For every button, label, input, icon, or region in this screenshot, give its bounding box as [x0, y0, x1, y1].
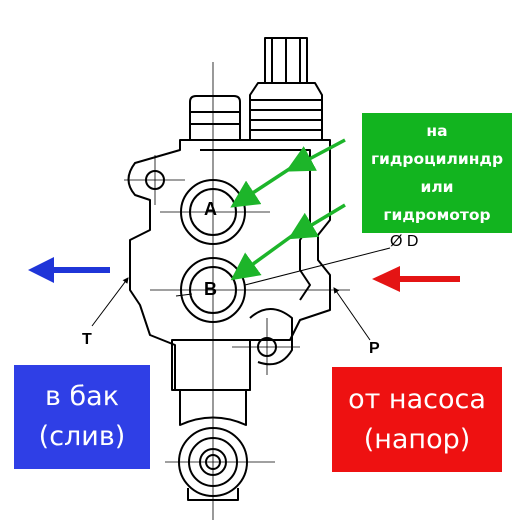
valve-body [127, 37, 331, 501]
tank-callout-line: в бак [45, 381, 119, 412]
diameter-label: Ø D [390, 233, 419, 250]
pump-callout-line: (напор) [363, 423, 471, 455]
tank-callout: в бак (слив) [14, 365, 150, 469]
center-lines [124, 62, 350, 520]
port-t-label: T [82, 331, 92, 348]
port-p-label: P [369, 340, 380, 357]
cylinder-callout-line: гидроцилиндр [370, 150, 504, 168]
port-b-label: B [204, 279, 217, 299]
tank-callout-line: (слив) [38, 421, 126, 452]
cylinder-callout-line: гидромотор [383, 206, 491, 224]
cylinder-callout: на гидроцилиндр или гидромотор [362, 113, 512, 233]
cylinder-callout-line: на [426, 122, 448, 140]
pump-callout-line: от насоса [348, 383, 486, 415]
dimension-leaders [91, 247, 391, 341]
port-a-label: A [204, 199, 217, 219]
green-pointers [230, 138, 346, 281]
cylinder-callout-line: или [420, 178, 454, 196]
pump-inlet-arrow [372, 266, 460, 292]
tank-outlet-arrow [28, 257, 110, 283]
pump-callout: от насоса (напор) [332, 367, 502, 472]
